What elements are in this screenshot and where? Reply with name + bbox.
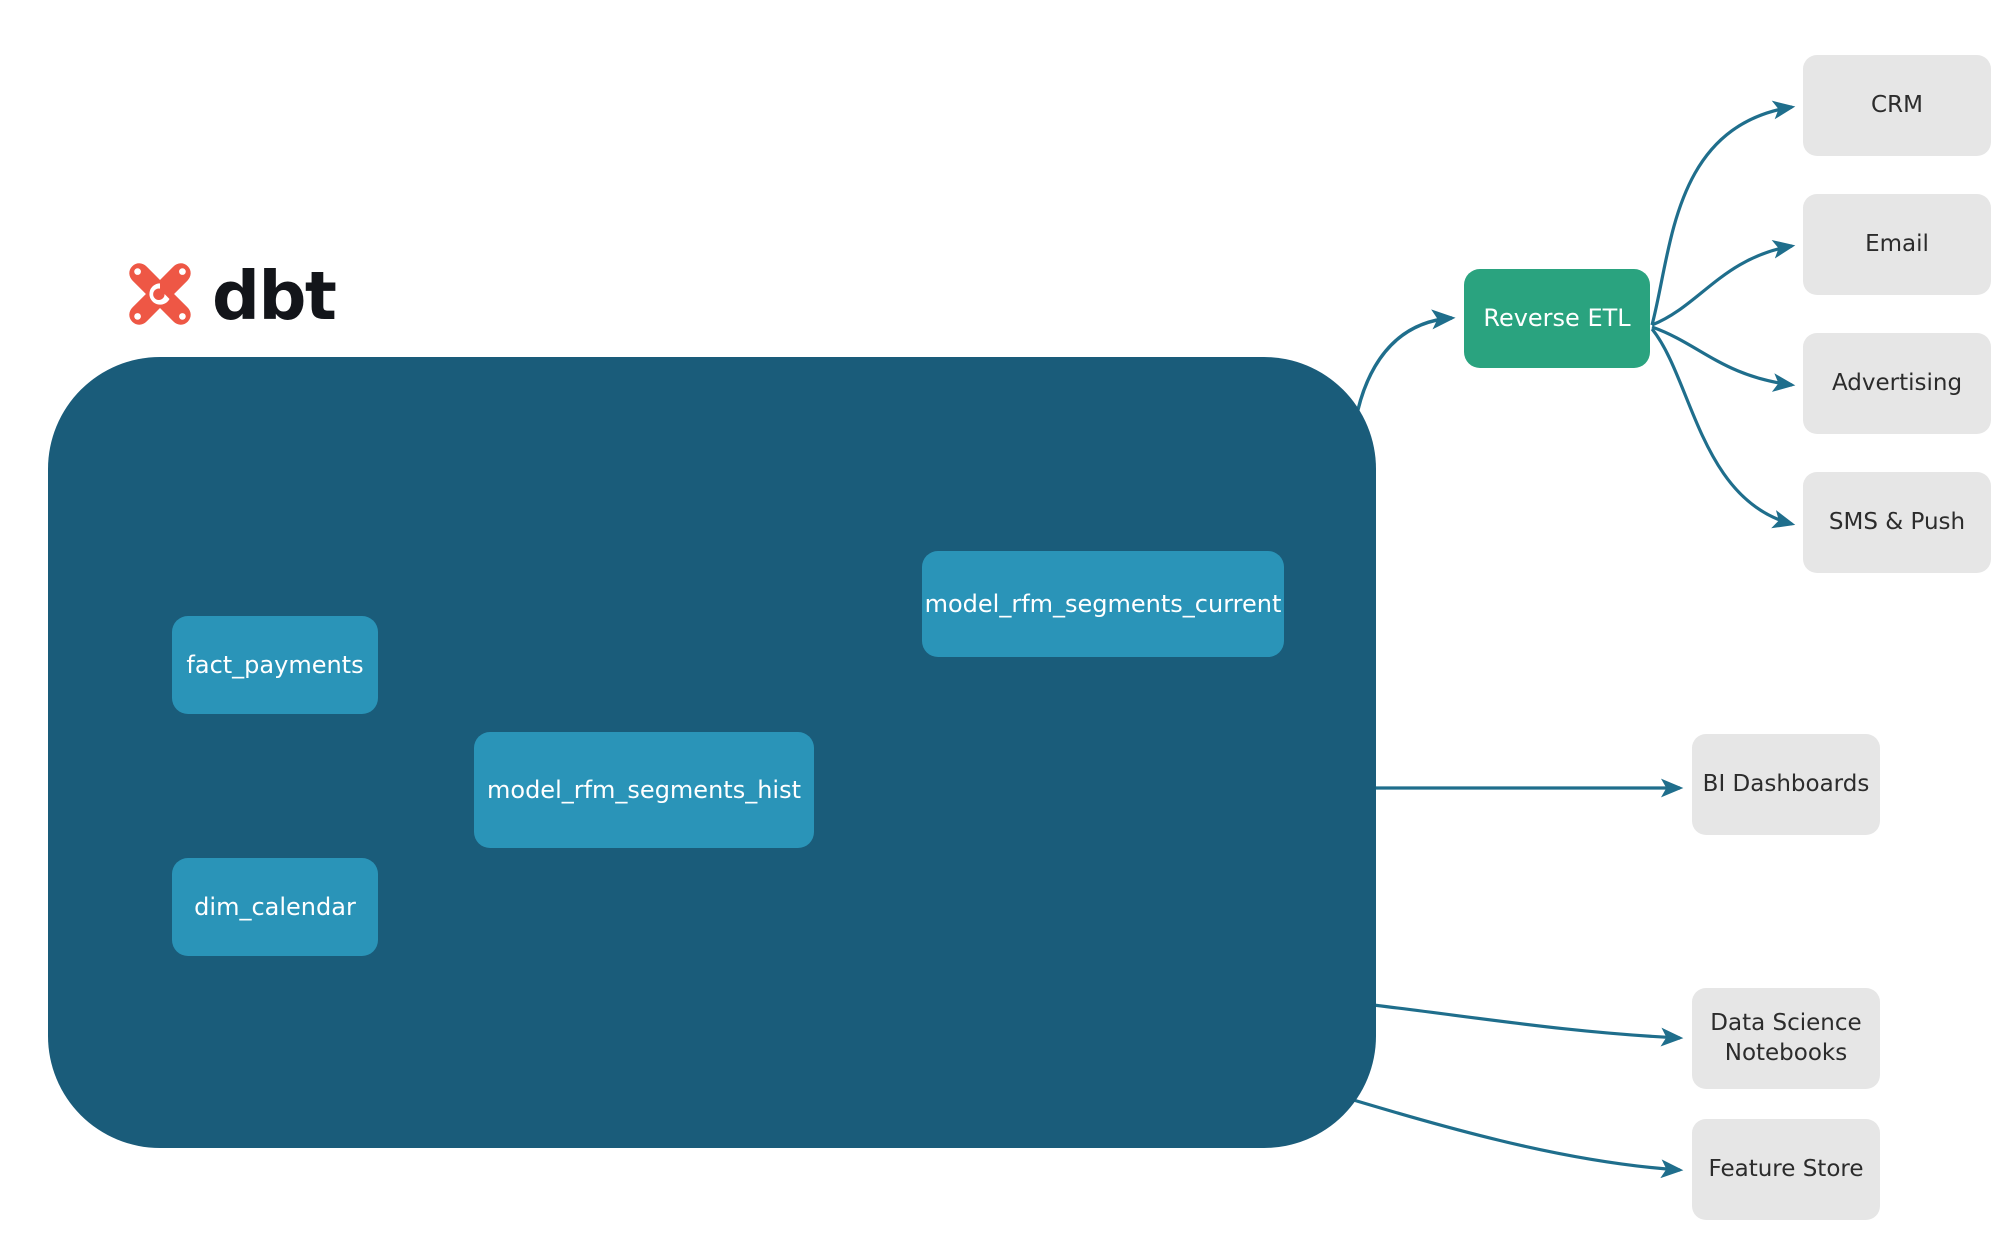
node-label: dim_calendar [194,892,356,921]
node-label: fact_payments [186,650,364,679]
node-label: Data Science Notebooks [1710,1010,1862,1066]
node-crm[interactable]: CRM [1803,55,1991,156]
node-data-science-notebooks[interactable]: Data Science Notebooks [1692,988,1880,1089]
dbt-logo-icon [122,256,198,336]
edge-reverse-etl-to-sms-push [1650,327,1796,529]
edge-reverse-etl-to-crm [1650,100,1796,326]
node-reverse-etl[interactable]: Reverse ETL [1464,269,1650,368]
node-advertising[interactable]: Advertising [1803,333,1991,434]
node-label: CRM [1871,91,1923,118]
node-label: model_rfm_segments_current [924,589,1282,618]
node-model-rfm-segments-hist[interactable]: model_rfm_segments_hist [474,732,814,848]
node-model-rfm-segments-current[interactable]: model_rfm_segments_current [922,551,1284,657]
node-label: model_rfm_segments_hist [487,775,801,804]
edge-project-to-feature-store [1319,1088,1684,1179]
edge-reverse-etl-to-advertising [1651,325,1796,392]
node-label: BI Dashboards [1702,770,1870,797]
node-label: SMS & Push [1828,508,1966,535]
node-dim-calendar[interactable]: dim_calendar [172,858,378,956]
node-label: Advertising [1831,369,1963,396]
node-label: Feature Store [1708,1155,1864,1182]
dbt-brand-lockup: dbt [122,256,337,336]
dbt-wordmark: dbt [212,256,337,335]
node-label: Reverse ETL [1483,304,1631,333]
edge-project-to-data-science-notebooks [1355,1001,1684,1047]
node-bi-dashboards[interactable]: BI Dashboards [1692,734,1880,835]
edge-reverse-etl-to-email [1651,239,1796,327]
node-label: Email [1865,230,1929,257]
node-feature-store[interactable]: Feature Store [1692,1119,1880,1220]
node-sms-push[interactable]: SMS & Push [1803,472,1991,573]
node-email[interactable]: Email [1803,194,1991,295]
node-fact-payments[interactable]: fact_payments [172,616,378,714]
